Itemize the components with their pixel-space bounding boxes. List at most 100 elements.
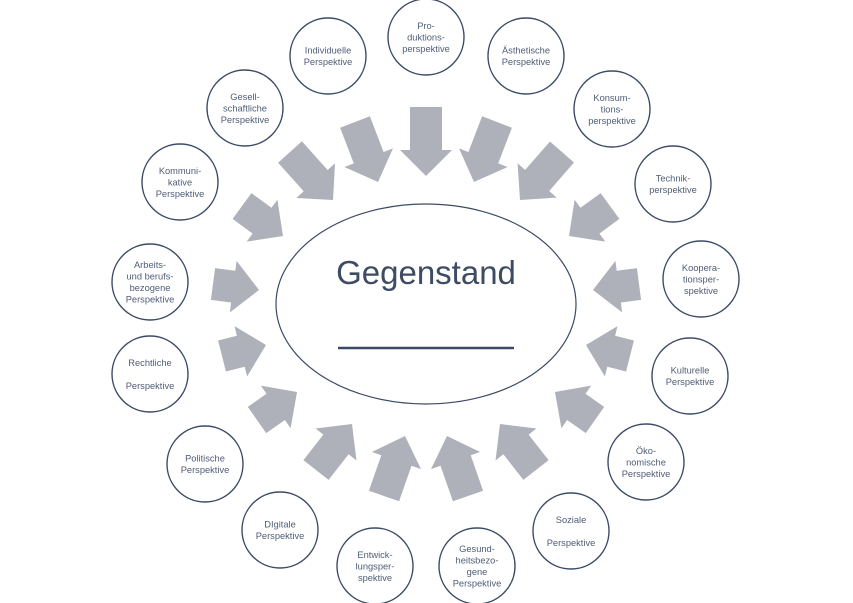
perspective-label-line: Perspektive (156, 189, 205, 199)
arrow-to-center-icon (555, 385, 605, 434)
perspective-label-line: Perspektive (666, 377, 715, 387)
perspective-label-line: perspektive (588, 116, 636, 126)
center-node: Gegenstand (275, 203, 577, 405)
perspective-label-line: Perspektive (547, 538, 596, 548)
perspective-circle (634, 145, 712, 223)
arrow-to-center-icon (303, 424, 357, 480)
perspective-label-line: Perspektive (181, 465, 230, 475)
perspective-circle (336, 527, 414, 603)
perspective-circle (387, 0, 465, 76)
perspective-circle (206, 69, 284, 147)
perspective-label-line: Pro- (417, 21, 435, 31)
perspective-label-line: Perspektive (221, 115, 270, 125)
arrow-to-center-icon (569, 193, 620, 242)
arrow-to-center-icon (400, 107, 452, 176)
perspective-label-line: nomische (626, 457, 666, 467)
center-ellipse (275, 203, 577, 405)
perspective-label-line: Konsum- (593, 93, 630, 103)
perspective-circle (289, 17, 367, 95)
perspective-label-line: Perspektive (453, 579, 502, 589)
perspective-circle (141, 143, 219, 221)
perspective-node-technik: Technik-perspektive (634, 145, 712, 223)
perspective-label-line: Gesund- (459, 544, 495, 554)
perspective-label-line: schaftliche (223, 103, 267, 113)
perspective-nodes: IndividuellePerspektivePro-duktions-pers… (111, 0, 740, 603)
perspective-label-line: Individuelle (305, 46, 352, 56)
perspective-circle (651, 337, 729, 415)
perspective-label-line: Technik- (656, 174, 691, 184)
arrow-to-center-icon (218, 326, 266, 377)
arrow-to-center-icon (368, 436, 421, 502)
perspective-circle (438, 527, 516, 603)
perspective-label-line: duktions- (407, 32, 445, 42)
perspective-circle (166, 425, 244, 503)
perspective-node-produktion: Pro-duktions-perspektive (387, 0, 465, 76)
arrow-to-center-icon (517, 141, 574, 200)
perspective-label-line: und berufs- (126, 272, 173, 282)
perspective-label-line: Ästhetische (502, 46, 550, 56)
perspective-label-line: Kommuni- (159, 166, 201, 176)
perspective-label-line: DIgitale (264, 520, 296, 530)
perspective-node-kooperation: Koopera-tionsper-spektive (662, 240, 740, 318)
arrow-to-center-icon (593, 260, 642, 313)
perspective-label-line: Entwick- (357, 550, 392, 560)
perspective-circle (111, 243, 189, 321)
arrow-to-center-icon (340, 116, 393, 182)
perspective-label-line: Perspektive (256, 531, 305, 541)
perspective-circle (111, 335, 189, 413)
perspective-label-line: Öko- (636, 446, 656, 456)
perspective-node-konsumtion: Konsum-tions-perspektive (573, 70, 651, 148)
arrow-to-center-icon (232, 193, 283, 242)
perspective-circle (662, 240, 740, 318)
perspective-label-line: Perspektive (622, 469, 671, 479)
perspective-label-line: Politische (185, 454, 225, 464)
perspective-label-line: spektive (684, 286, 718, 296)
perspective-label-line: Kulturelle (671, 366, 710, 376)
perspective-label-line: tions- (601, 104, 624, 114)
perspective-circle (607, 423, 685, 501)
arrow-to-center-icon (586, 326, 634, 377)
perspective-label-line: heitsbezo- (456, 556, 499, 566)
perspective-circle (241, 491, 319, 569)
perspective-label-line: kative (168, 177, 192, 187)
perspective-label-line: Perspektive (126, 381, 175, 391)
arrow-to-center-icon (247, 385, 297, 434)
perspective-label-line: perspektive (649, 185, 697, 195)
perspective-label-line: Arbeits- (134, 260, 166, 270)
perspective-label-line: Soziale (556, 515, 587, 525)
perspective-circle (532, 492, 610, 570)
perspective-label-line: Koopera- (682, 263, 720, 273)
perspective-label-line: Gesell- (230, 92, 259, 102)
arrow-to-center-icon (431, 436, 484, 502)
perspective-label-line: tionsper- (683, 274, 719, 284)
perspective-label-line: Rechtliche (128, 358, 171, 368)
perspective-label-line: spektive (358, 573, 392, 583)
arrow-to-center-icon (459, 116, 512, 182)
perspective-label-line: perspektive (402, 44, 450, 54)
arrow-to-center-icon (210, 260, 259, 313)
center-title: Gegenstand (336, 254, 516, 291)
arrow-to-center-icon (278, 141, 335, 200)
perspective-node-entwicklung: Entwick-lungsper-spektive (336, 527, 414, 603)
perspective-label-line: lungsper- (356, 561, 395, 571)
perspective-circle (573, 70, 651, 148)
perspective-label-line: Perspektive (304, 57, 353, 67)
perspective-circle (487, 17, 565, 95)
perspective-label-line: gene (467, 567, 488, 577)
perspective-label-line: Perspektive (502, 57, 551, 67)
arrows-layer (210, 107, 642, 502)
perspective-label-line: Perspektive (126, 295, 175, 305)
